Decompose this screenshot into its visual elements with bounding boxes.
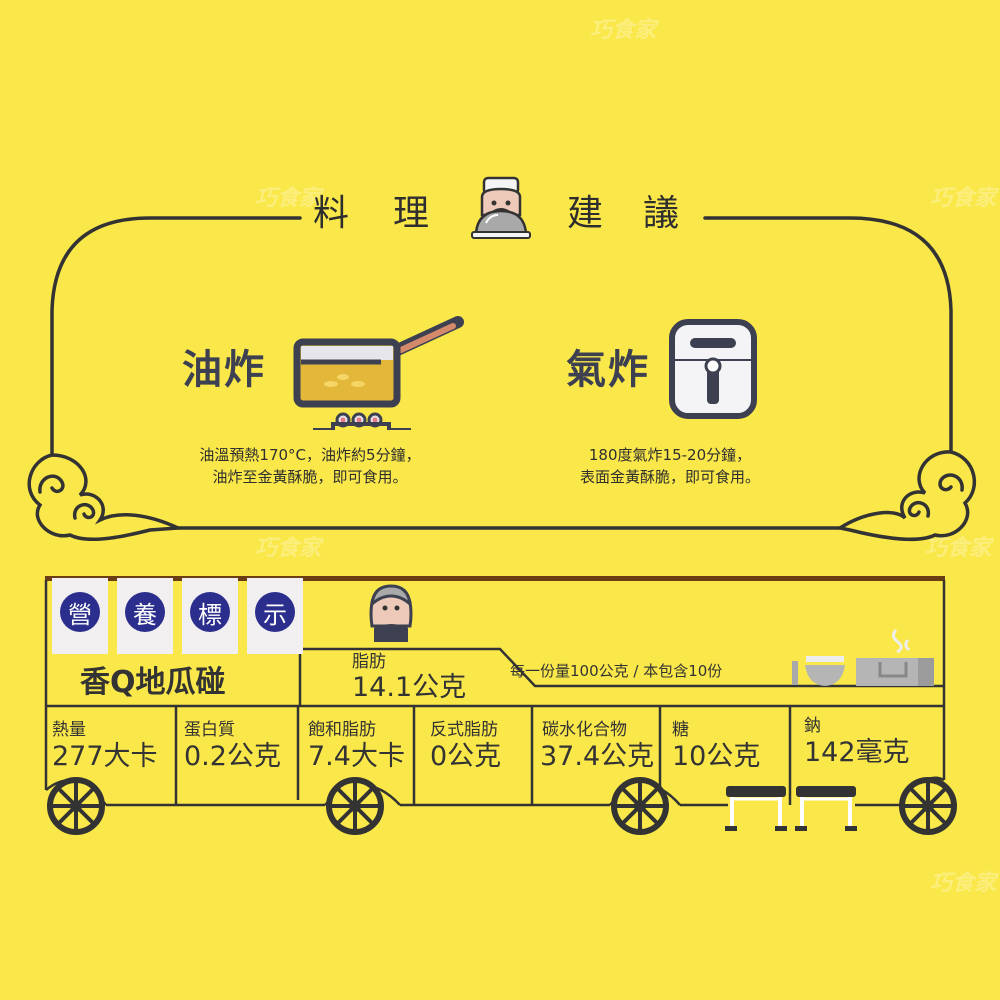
title-char-4: 議 — [643, 193, 680, 234]
vendor-avatar-icon — [369, 584, 413, 642]
nutrient-value-calories: 277大卡 — [52, 741, 158, 772]
nutrient-value-sodium: 142毫克 — [804, 737, 910, 768]
nutrient-label-sugar: 糖 — [672, 720, 689, 740]
banner-char: 標 — [190, 592, 230, 632]
watermark: 巧食家 — [930, 871, 997, 896]
nutrient-label-protein: 蛋白質 — [184, 720, 235, 740]
featured-label: 脂肪 — [352, 652, 386, 672]
desc-line: 油溫預熱170°C，油炸約5分鐘， — [199, 446, 421, 464]
title-char-3: 建 — [567, 193, 604, 234]
banner-char: 示 — [255, 592, 295, 632]
desc-line: 180度氣炸15-20分鐘， — [588, 446, 752, 464]
nutrient-value-saturated-fat: 7.4大卡 — [308, 741, 405, 772]
stool-icon — [725, 786, 857, 831]
nutrient-label-trans-fat: 反式脂肪 — [430, 720, 498, 740]
method-title-air-fry: 氣炸 — [566, 347, 650, 393]
watermark: 巧食家 — [925, 536, 992, 561]
nutrient-label-sodium: 鈉 — [804, 716, 821, 736]
title-char-1: 料 — [313, 193, 350, 234]
desc-line: 油炸至金黃酥脆，即可食用。 — [212, 468, 408, 486]
frying-pan-on-stove-icon — [293, 316, 464, 430]
banner-tag: 標 — [182, 578, 238, 654]
nutrient-label-saturated-fat: 飽和脂肪 — [308, 720, 376, 740]
serving-info: 每一份量100公克 / 本包含10份 — [510, 662, 723, 680]
nutrient-value-carbohydrate: 37.4公克 — [540, 741, 655, 772]
banner-tag: 養 — [117, 578, 173, 654]
method-desc-air-fry: 180度氣炸15-20分鐘， 表面金黃酥脆，即可食用。 — [550, 444, 790, 488]
watermark: 巧食家 — [255, 186, 322, 211]
watermark: 巧食家 — [930, 186, 997, 211]
nutrient-label-calories: 熱量 — [52, 720, 86, 740]
banner-tag: 營 — [52, 578, 108, 654]
featured-value: 14.1公克 — [352, 672, 467, 703]
watermark: 巧食家 — [255, 536, 322, 561]
air-fryer-icon — [669, 319, 757, 419]
bowls-and-pot-icon — [792, 628, 934, 686]
nutrient-label-carbohydrate: 碳水化合物 — [542, 720, 627, 740]
banner-char: 養 — [125, 592, 165, 632]
method-title-deep-fry: 油炸 — [182, 347, 266, 393]
desc-line: 表面金黃酥脆，即可食用。 — [579, 468, 760, 486]
banner-char: 營 — [60, 592, 100, 632]
method-desc-deep-fry: 油溫預熱170°C，油炸約5分鐘， 油炸至金黃酥脆，即可食用。 — [170, 444, 450, 488]
product-name: 香Q地瓜碰 — [80, 665, 226, 700]
nutrient-value-protein: 0.2公克 — [184, 741, 281, 772]
watermark: 巧食家 — [590, 18, 657, 43]
nutrient-value-sugar: 10公克 — [672, 741, 761, 772]
banner-tag: 示 — [247, 578, 303, 654]
chef-with-cloche-icon — [471, 176, 531, 239]
wheel-icon — [47, 777, 957, 835]
nutrient-value-trans-fat: 0公克 — [430, 741, 502, 772]
title-char-2: 理 — [393, 193, 430, 234]
